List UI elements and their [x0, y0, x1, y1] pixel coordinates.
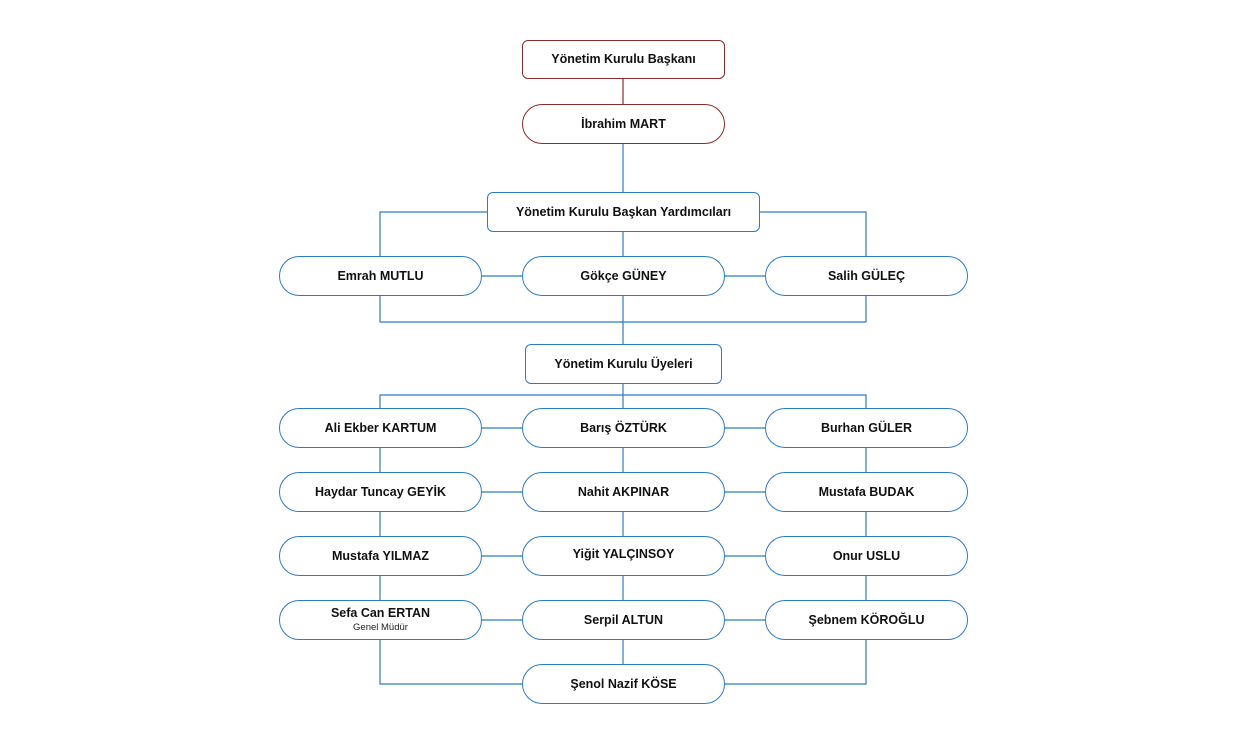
- board-member-name: Mustafa BUDAK: [818, 484, 915, 499]
- board-member-node: Şebnem KÖROĞLU: [765, 600, 968, 640]
- board-member-name: Onur USLU: [832, 548, 901, 563]
- board-member-node: Ali Ekber KARTUM: [279, 408, 482, 448]
- vice-chair-name: Emrah MUTLU: [337, 268, 424, 283]
- board-member-node: Mustafa YILMAZ: [279, 536, 482, 576]
- board-member-node: Şenol Nazif KÖSE: [522, 664, 725, 704]
- vice-chair-node: Gökçe GÜNEY: [522, 256, 725, 296]
- vice-chair-node: Salih GÜLEÇ: [765, 256, 968, 296]
- chairman-name-box: İbrahim MART: [522, 104, 725, 144]
- chairman-title: Yönetim Kurulu Başkanı: [551, 52, 696, 66]
- board-member-name: Şenol Nazif KÖSE: [570, 676, 677, 691]
- vice-chair-name: Salih GÜLEÇ: [827, 268, 906, 283]
- board-member-node: Haydar Tuncay GEYİK: [279, 472, 482, 512]
- board-member-name: Yiğit YALÇINSOY: [572, 546, 675, 561]
- board-member-name: Nahit AKPINAR: [577, 484, 670, 499]
- board-member-node: Nahit AKPINAR: [522, 472, 725, 512]
- board-member-name: Mustafa YILMAZ: [332, 548, 429, 563]
- chairman-title-box: Yönetim Kurulu Başkanı: [522, 40, 725, 79]
- board-member-node: Serpil ALTUN: [522, 600, 725, 640]
- vice-chair-name: Gökçe GÜNEY: [580, 268, 667, 283]
- board-member-node: Sefa Can ERTAN Genel Müdür: [279, 600, 482, 640]
- board-members-title: Yönetim Kurulu Üyeleri: [554, 356, 693, 371]
- board-member-node: Mustafa BUDAK: [765, 472, 968, 512]
- board-member-name: Haydar Tuncay GEYİK: [314, 484, 447, 499]
- board-member-name: Burhan GÜLER: [821, 420, 912, 435]
- board-member-name: Ali Ekber KARTUM: [324, 420, 437, 435]
- board-member-name: Sefa Can ERTAN: [330, 606, 431, 620]
- vice-chairs-title: Yönetim Kurulu Başkan Yardımcıları: [515, 204, 732, 219]
- board-member-name: Serpil ALTUN: [583, 612, 664, 627]
- board-member-node: Yiğit YALÇINSOY: [522, 536, 725, 576]
- vice-chair-node: Emrah MUTLU: [279, 256, 482, 296]
- board-member-name: Barış ÖZTÜRK: [580, 420, 667, 435]
- board-member-subtitle: Genel Müdür: [353, 622, 408, 633]
- vice-chairs-title-box: Yönetim Kurulu Başkan Yardımcıları: [487, 192, 760, 232]
- board-member-node: Onur USLU: [765, 536, 968, 576]
- board-members-title-box: Yönetim Kurulu Üyeleri: [525, 344, 722, 384]
- board-member-name: Şebnem KÖROĞLU: [808, 612, 925, 627]
- board-member-node: Barış ÖZTÜRK: [522, 408, 725, 448]
- board-member-node: Burhan GÜLER: [765, 408, 968, 448]
- chairman-name: İbrahim MART: [581, 116, 666, 131]
